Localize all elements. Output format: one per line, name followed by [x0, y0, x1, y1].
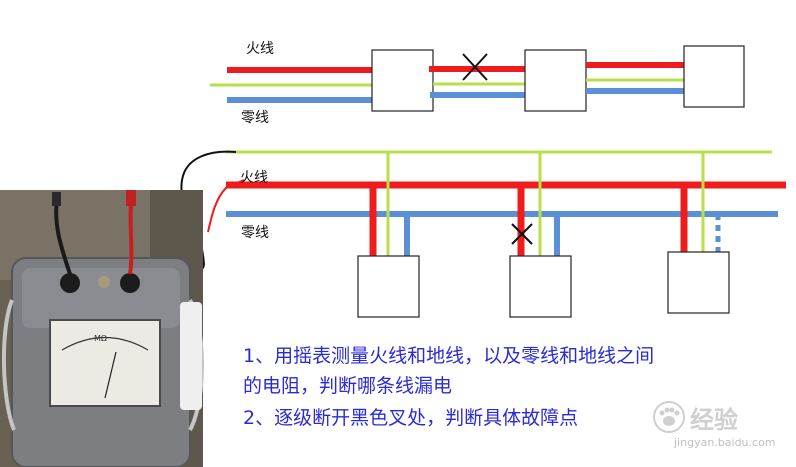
top-neutral-label: 零线: [241, 110, 269, 126]
terminal-middle-icon: [98, 276, 110, 288]
top-live-label: 火线: [246, 41, 274, 57]
top-junction-box-1: [371, 49, 434, 112]
bus-neutral-label: 零线: [241, 225, 269, 241]
megohmmeter-photo: MΩ: [0, 190, 204, 467]
bus-junction-box-1: [357, 255, 420, 318]
break-cross-icon: [462, 53, 488, 81]
bus-junction-box-2: [509, 255, 572, 318]
paw-logo-icon: [653, 401, 685, 433]
bus-junction-box-3: [667, 251, 730, 314]
test-lead-red: [207, 179, 245, 233]
break-cross-icon: [511, 223, 533, 245]
bus-live-label: 火线: [240, 170, 268, 186]
instruction-line-2: 的电阻，判断哪条线漏电: [243, 375, 453, 397]
instruction-line-3: 2、逐级断开黑色叉处，判断具体故障点: [243, 407, 579, 429]
meter-unit: MΩ: [94, 334, 107, 343]
meter-dial: [49, 319, 161, 407]
top-junction-box-3: [683, 45, 745, 108]
terminal-left-icon: [60, 273, 80, 293]
watermark-brand: 经验: [690, 406, 738, 434]
top-chain: [210, 45, 745, 112]
top-junction-box-2: [524, 49, 587, 112]
watermark-url: jingyan.baidu.com: [674, 436, 776, 449]
baidu-watermark: 经验 jingyan.baidu.com: [652, 398, 776, 458]
terminal-right-icon: [120, 273, 140, 293]
instruction-line-1: 1、用摇表测量火线和地线，以及零线和地线之间: [243, 345, 655, 367]
bus-diagram: [180, 150, 786, 318]
